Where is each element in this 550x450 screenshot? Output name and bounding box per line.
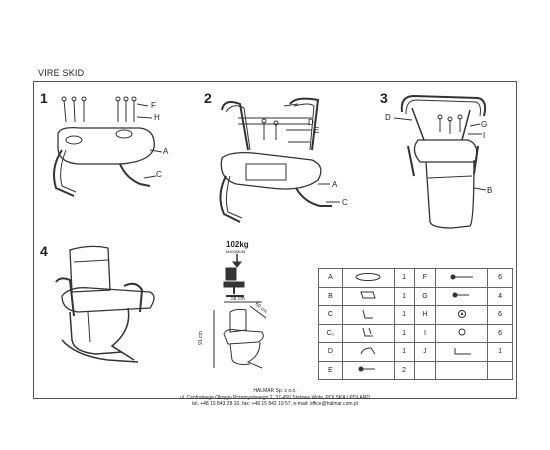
part-qty: 4 [487, 286, 513, 306]
screw-icon [61, 96, 137, 123]
part-qty [487, 360, 513, 380]
leg-part-icon [341, 305, 395, 325]
part-code: G [413, 286, 437, 306]
part-qty: 1 [393, 323, 415, 343]
part-qty: 1 [487, 342, 513, 362]
part-code: A [318, 268, 343, 288]
part-qty: 1 [393, 268, 415, 288]
footer-contact: tel. +48 15 843 28 10, fax: +48 15 842 1… [192, 401, 358, 407]
armrest-part-icon [341, 342, 395, 362]
label-c: C [156, 170, 162, 179]
parts-table: A 1 F 6 B 1 G 4 C 1 H 6 C₁ 1 I [318, 268, 513, 380]
table-row: C₁ 1 I 6 [318, 323, 513, 343]
washer-icon [435, 305, 489, 325]
backrest-part-icon [341, 286, 395, 306]
part-qty: 1 [393, 286, 415, 306]
label-d: D [308, 118, 314, 127]
label-e: E [314, 126, 320, 135]
part-qty: 2 [393, 360, 415, 380]
step-number-1: 1 [40, 90, 48, 106]
label-c1: C [342, 198, 348, 207]
table-row: C 1 H 6 [318, 305, 513, 325]
part-code: C [318, 305, 343, 325]
part-code: I [413, 323, 437, 343]
table-row: E 2 [318, 360, 513, 380]
part-code: F [413, 268, 437, 288]
label-a: A [332, 180, 338, 189]
part-qty: 6 [487, 305, 513, 325]
width-dimension: 58 cm [231, 296, 245, 302]
label-b: B [487, 186, 493, 195]
label-a: A [163, 147, 169, 156]
footer: HALMAR Sp. z o.o. ul. Centralnego Okręgu… [0, 388, 550, 408]
max-weight-unit: kg [239, 240, 249, 249]
label-f: F [151, 101, 156, 110]
bolt-icon [435, 286, 489, 306]
empty-cell [435, 360, 489, 380]
table-row: B 1 G 4 [318, 286, 513, 306]
max-weight-value: 102 [226, 240, 240, 249]
label-i: I [312, 139, 315, 148]
footer-company: HALMAR Sp. z o.o. [253, 388, 297, 394]
part-code [413, 360, 437, 380]
leg-part-icon [341, 323, 395, 343]
part-code: J [413, 342, 437, 362]
part-code: H [413, 305, 437, 325]
step-number-4: 4 [40, 243, 48, 259]
label-g: G [481, 120, 488, 129]
label-h: H [154, 113, 160, 122]
part-qty: 1 [393, 342, 415, 362]
part-qty: 6 [487, 323, 513, 343]
seat-part-icon [341, 268, 395, 288]
part-qty: 1 [393, 305, 415, 325]
table-row: A 1 F 6 [318, 268, 513, 288]
height-dimension: 91 cm [197, 331, 204, 345]
bolt-icon [435, 268, 489, 288]
table-row: D 1 J 1 [318, 342, 513, 362]
part-code: B [318, 286, 343, 306]
step-number-2: 2 [204, 90, 212, 106]
allen-key-icon [435, 342, 489, 362]
max-weight-label: 102kg MAXIMUM [226, 240, 249, 254]
part-qty: 6 [487, 268, 513, 288]
part-code: E [318, 360, 343, 380]
part-code: D [318, 342, 343, 362]
label-i: I [483, 131, 486, 140]
footer-address: ul. Centralnego Okręgu Przemysłowego 2, … [179, 394, 370, 401]
max-weight-caption: MAXIMUM [226, 249, 246, 254]
instruction-frame [33, 81, 517, 399]
step-number-3: 3 [380, 90, 388, 106]
screw-part-icon [341, 360, 395, 380]
part-code: C₁ [318, 323, 343, 343]
label-d: D [385, 113, 391, 122]
product-title: VIRE SKID [38, 68, 85, 78]
washer-icon [435, 323, 489, 343]
